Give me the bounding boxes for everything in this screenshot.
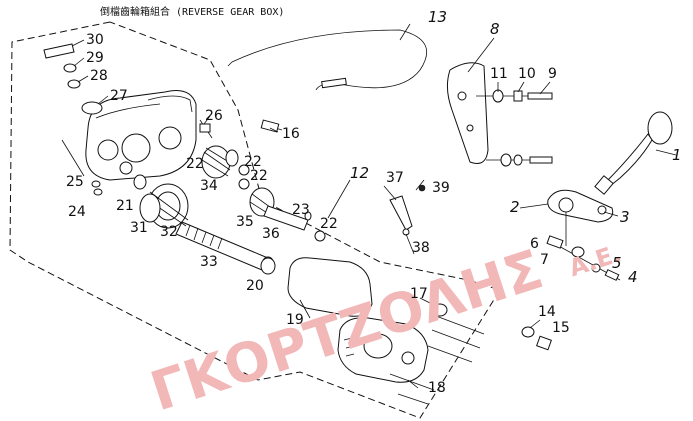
ring-31 bbox=[139, 193, 161, 223]
callout-3: 3 bbox=[620, 208, 630, 226]
callout-27: 27 bbox=[110, 88, 128, 104]
gear-34 bbox=[201, 145, 239, 179]
bearing-20 bbox=[260, 257, 276, 275]
callout-38: 38 bbox=[412, 240, 430, 256]
callout-30: 30 bbox=[86, 32, 104, 48]
part-27 bbox=[81, 101, 103, 115]
washer-5 bbox=[591, 263, 601, 273]
callout-2: 2 bbox=[510, 198, 520, 216]
callout-13: 13 bbox=[428, 8, 447, 26]
callout-10: 10 bbox=[518, 66, 536, 82]
bearing-21 bbox=[133, 174, 147, 190]
output-shaft bbox=[175, 221, 275, 274]
bolt-9 bbox=[527, 92, 553, 100]
diagram-title: 倒檔齒輪箱組合 (REVERSE GEAR BOX) bbox=[100, 5, 284, 18]
callout-36: 36 bbox=[262, 226, 280, 242]
part-15 bbox=[536, 335, 552, 351]
gasket-19 bbox=[287, 257, 373, 317]
callout-35: 35 bbox=[236, 214, 254, 230]
washer-10 bbox=[513, 90, 523, 102]
lever-37 bbox=[389, 195, 413, 231]
bolt-16 bbox=[260, 119, 280, 133]
callout-9: 9 bbox=[548, 66, 557, 82]
cover-bolts bbox=[389, 315, 485, 405]
callout-24: 24 bbox=[68, 204, 86, 220]
cable-end-fitting bbox=[321, 77, 347, 89]
callout-4: 4 bbox=[628, 268, 638, 286]
callout-22-b: 22 bbox=[244, 154, 262, 170]
callout-11: 11 bbox=[490, 66, 508, 82]
side-cover bbox=[337, 317, 429, 383]
gear-housing-cover bbox=[85, 90, 197, 181]
callout-37: 37 bbox=[386, 170, 404, 186]
callout-22-d: 22 bbox=[320, 216, 338, 232]
callout-29: 29 bbox=[86, 50, 104, 66]
callout-39: 39 bbox=[432, 180, 450, 196]
pivot-bolt-6 bbox=[546, 235, 564, 249]
bushing-7 bbox=[571, 246, 585, 258]
callout-19: 19 bbox=[286, 312, 304, 328]
part-29 bbox=[63, 63, 77, 73]
bolt-26 bbox=[199, 123, 211, 133]
callout-28: 28 bbox=[90, 68, 108, 84]
callout-16: 16 bbox=[282, 126, 300, 142]
shift-lever bbox=[594, 111, 673, 195]
callout-21: 21 bbox=[116, 198, 134, 214]
leader-lines bbox=[71, 23, 677, 389]
assembly-boundary bbox=[9, 21, 501, 419]
callout-6: 6 bbox=[530, 236, 539, 252]
callout-8: 8 bbox=[490, 20, 500, 38]
mounting-bracket bbox=[446, 62, 489, 164]
o-ring-28 bbox=[67, 79, 81, 89]
part-14 bbox=[521, 326, 535, 338]
callout-26: 26 bbox=[205, 108, 223, 124]
callout-25: 25 bbox=[66, 174, 84, 190]
callout-32: 32 bbox=[160, 224, 178, 240]
nut-4 bbox=[604, 269, 620, 281]
callout-31: 31 bbox=[130, 220, 148, 236]
callout-labels: 30 29 28 27 26 16 25 24 21 31 32 33 34 2… bbox=[66, 8, 682, 396]
callout-18: 18 bbox=[428, 380, 446, 396]
callout-5: 5 bbox=[612, 254, 622, 272]
callout-33: 33 bbox=[200, 254, 218, 270]
part-30 bbox=[43, 43, 75, 59]
callout-1: 1 bbox=[672, 146, 682, 164]
callout-22-a: 22 bbox=[186, 156, 204, 172]
callout-12: 12 bbox=[350, 164, 369, 182]
callout-17: 17 bbox=[410, 286, 428, 302]
callout-23: 23 bbox=[292, 202, 310, 218]
callout-22-c: 22 bbox=[250, 168, 268, 184]
callout-15: 15 bbox=[552, 320, 570, 336]
shaft-36 bbox=[263, 205, 309, 231]
lever-base bbox=[547, 189, 614, 246]
callout-14: 14 bbox=[538, 304, 556, 320]
callout-7: 7 bbox=[540, 252, 549, 268]
nut-39 bbox=[418, 184, 426, 192]
callout-20: 20 bbox=[246, 278, 264, 294]
callout-34: 34 bbox=[200, 178, 218, 194]
seal-17 bbox=[432, 303, 448, 317]
